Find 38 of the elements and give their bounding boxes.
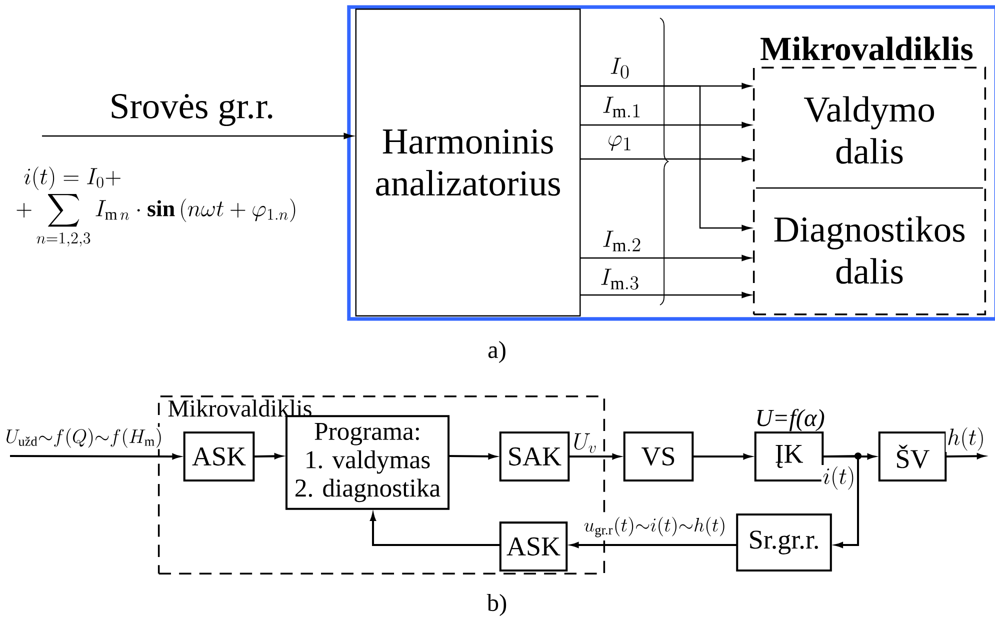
block: Harmoninis analizatorius bbox=[355, 8, 581, 316]
edge-label: $I_0$ bbox=[608, 56, 632, 80]
block: Sr.gr.r. bbox=[736, 513, 832, 572]
section-text: Valdymo dalis bbox=[804, 96, 934, 164]
dashed-group-box bbox=[752, 36, 986, 316]
formula: $+ \sum_{n=1,2,3} I_{\mathrm{m}\,n} \cdot \mathbf{sin}\left(n\omega t + \varphi_{1.n}\right)$ bbox=[16, 194, 296, 246]
edge-label: $\varphi_1$ bbox=[606, 134, 634, 152]
arrow bbox=[580, 254, 752, 262]
edge-label: $I_{\mathrm{m}.1}$ bbox=[600, 95, 644, 119]
edge-label: $h(t)$ bbox=[946, 426, 986, 452]
block: VS bbox=[623, 432, 694, 482]
caption: a) bbox=[488, 340, 506, 364]
arrow bbox=[580, 85, 752, 232]
arrow bbox=[580, 292, 752, 298]
block: ŠV bbox=[878, 432, 947, 482]
formula: $i(t) = I_0 +$ bbox=[24, 166, 120, 190]
edge-label: $U_{\text{užd}}{\sim}f(Q){\sim}f(H_{\mathrm{m}})$ bbox=[4, 426, 164, 450]
program-box: Programa: 1. valdymas 2. diagnostika bbox=[285, 415, 450, 510]
edge-label: $I_{\mathrm{m}.3}$ bbox=[598, 267, 642, 291]
arrow bbox=[42, 132, 354, 140]
edge-label: $I_{\mathrm{m}.2}$ bbox=[600, 229, 644, 253]
caption: b) bbox=[486, 594, 506, 616]
block: ASK bbox=[499, 522, 568, 572]
edge-label: $U_v$ bbox=[571, 432, 599, 454]
arrow bbox=[580, 122, 752, 128]
block: ASK bbox=[183, 432, 255, 482]
block: SAK bbox=[499, 432, 570, 482]
group-heading: Mikrovaldiklis bbox=[168, 400, 312, 417]
beside-label: U=f(α) bbox=[757, 408, 824, 432]
arrow bbox=[580, 156, 752, 162]
edge-label: Srovės gr.r. bbox=[108, 92, 276, 128]
section-text: Diagnostikos dalis bbox=[774, 216, 965, 284]
edge-label: $i(t)$ bbox=[821, 465, 857, 492]
edge-label: $u_{\text{gr.r}}(t){\sim}i(t){\sim}h(t)$ bbox=[582, 515, 728, 539]
outer-frame bbox=[347, 5, 995, 321]
group-heading: Mikrovaldiklis bbox=[760, 36, 973, 60]
arrow bbox=[822, 454, 860, 548]
block: ĮK bbox=[754, 432, 824, 482]
